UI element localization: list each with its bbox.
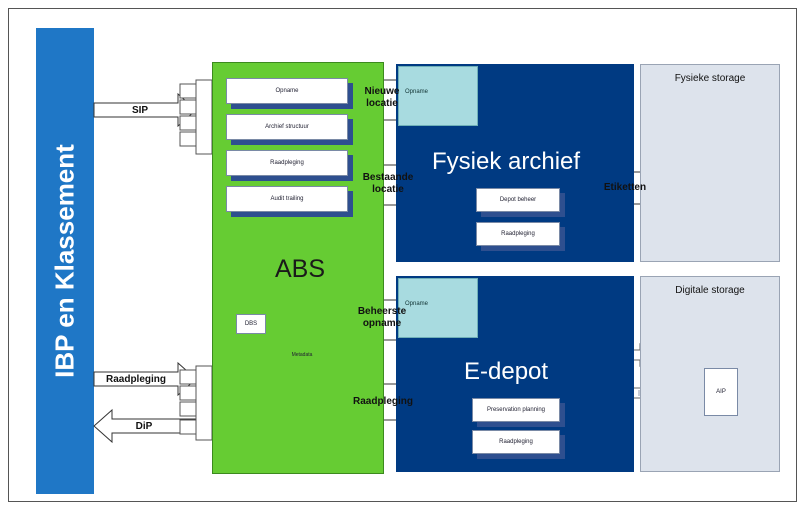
fysieke-storage-title: Fysieke storage [674,73,746,84]
fysiek-raadpleging-box: Raadpleging [476,222,560,246]
sip-label: SIP [131,105,149,116]
fysieke-storage-panel: Fysieke storage [640,64,780,262]
etiketten-label: Etiketten [603,182,647,193]
beheerste-opname-label: Beheerste opname [357,306,407,329]
edepot-opname-box: Opname [398,278,478,338]
aip-box: AIP [704,368,738,416]
preservation-planning-box: Preservation planning [472,398,560,422]
abs-process-raadpleging: Raadpleging [226,150,348,176]
ibp-klassement-bar: IBP en Klassement [36,28,94,494]
dip-label: DiP [135,421,153,432]
dbs-label: DBS [236,314,266,334]
fysiek-opname-box: Opname [398,66,478,126]
diagram-frame [8,8,797,502]
abs-process-opname: Opname [226,78,348,104]
abs-title: ABS [274,255,326,283]
fysiek-archief-title: Fysiek archief [432,148,581,175]
abs-process-archief-structuur: Archief structuur [226,114,348,140]
edepot-raadpleging-label: Raadpleging [352,396,413,407]
edepot-title: E-depot [464,358,549,385]
nieuwe-locatie-label: Nieuwe locatie [364,86,400,109]
digitale-storage-title: Digitale storage [675,285,745,296]
raadpleging-left-label: Raadpleging [105,374,166,385]
abs-process-audit-trailing: Audit trailing [226,186,348,212]
edepot-raadpleging-box: Raadpleging [472,430,560,454]
bottom-connector-bracket [179,365,213,441]
depot-beheer-box: Depot beheer [476,188,560,212]
metadata-label: Metadata [291,352,313,358]
top-connector-bracket [179,79,213,155]
bestaande-locatie-label: Bestaande locatie [362,172,414,195]
